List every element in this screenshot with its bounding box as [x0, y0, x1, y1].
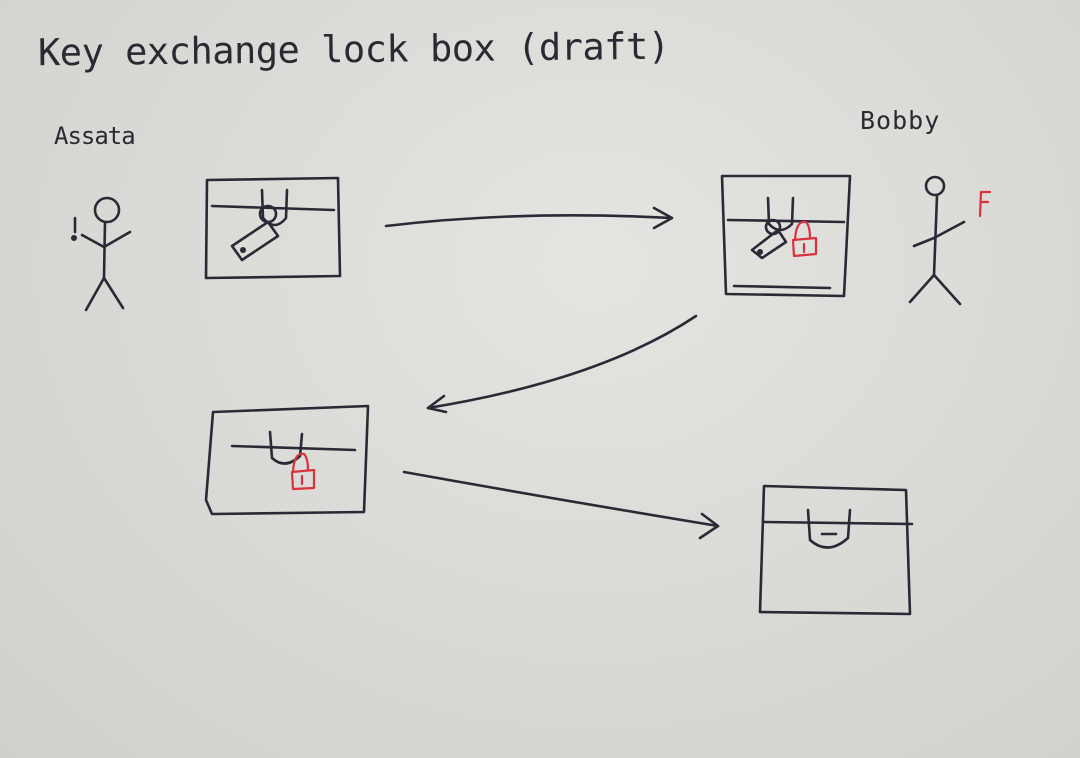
- box-with-bob-lock: [204, 404, 370, 516]
- arrow-bob-to-alice: [426, 314, 698, 414]
- red-key-icon: [978, 190, 992, 218]
- arrow-alice-to-bob-final: [402, 470, 720, 540]
- bob-label: Bobby: [860, 106, 941, 135]
- bob-figure-icon: [908, 175, 966, 306]
- alice-padlock-icon: [750, 218, 788, 260]
- alice-figure-icon: [71, 196, 132, 312]
- box-with-alice-lock: [204, 176, 342, 280]
- bob-padlock-icon: [290, 452, 316, 491]
- arrow-alice-to-bob: [384, 206, 674, 230]
- bob-padlock-icon: [791, 220, 818, 258]
- alice-padlock-icon: [230, 204, 280, 262]
- box-unlocked: [758, 484, 914, 616]
- alice-label: Assata: [54, 122, 136, 150]
- box-with-both-locks: [720, 174, 852, 298]
